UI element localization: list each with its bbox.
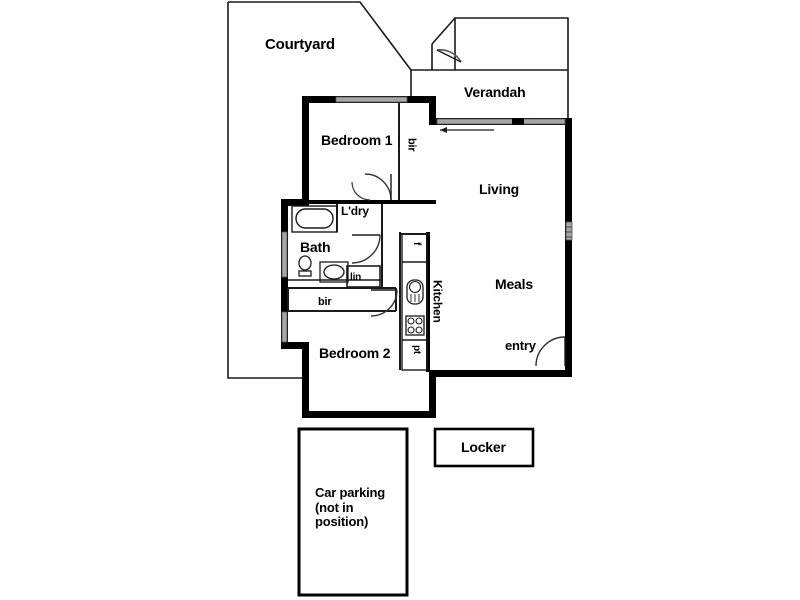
room-label-living: Living: [479, 181, 520, 197]
fixture-bathtub: [291, 205, 338, 233]
fixture-kitchen-sink: [406, 279, 424, 305]
fixture-cooktop: [405, 315, 425, 336]
appliance-label-fridge: f: [411, 242, 423, 246]
room-label-bedroom2: Bedroom 2: [319, 345, 391, 361]
car-parking-outline: [297, 427, 409, 597]
room-label-laundry: L'dry: [341, 204, 369, 218]
storage-label-bir-bedroom1: bir: [405, 138, 418, 152]
fixture-basin: [319, 261, 349, 283]
locker-outline: [433, 427, 535, 468]
linen-cupboard: [346, 265, 381, 288]
courtyard-outline: [227, 1, 412, 379]
outbuilding-label-locker: Locker: [461, 439, 506, 455]
kitchen-bench: [401, 233, 428, 371]
room-label-courtyard: Courtyard: [265, 36, 335, 53]
verandah-outline: [411, 17, 569, 122]
appliance-label-pantry: pt: [411, 345, 423, 355]
room-label-entry: entry: [505, 338, 536, 353]
room-label-bedroom1: Bedroom 1: [321, 132, 393, 148]
door-swings: [351, 173, 566, 367]
room-label-bath: Bath: [300, 239, 331, 255]
room-label-meals: Meals: [495, 276, 533, 292]
fixture-toilet: [298, 255, 312, 277]
windows: [281, 96, 573, 343]
room-label-verandah: Verandah: [464, 84, 526, 100]
storage-label-linen: lin: [350, 272, 362, 283]
room-label-kitchen: Kitchen: [430, 280, 445, 323]
outbuilding-label-car-parking: Car parking (not in position): [315, 485, 386, 530]
door-verandah-swing: [436, 49, 462, 63]
storage-label-bir-bedroom2: bir: [318, 296, 332, 308]
